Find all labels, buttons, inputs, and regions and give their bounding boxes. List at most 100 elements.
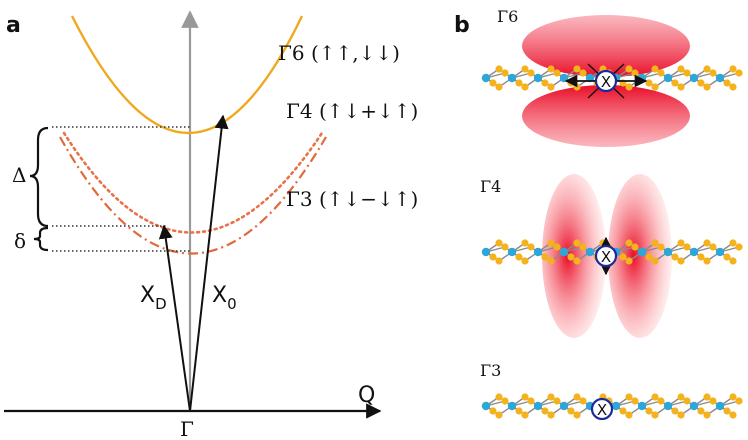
band-gamma3	[59, 136, 327, 255]
chalcogen-atom	[501, 69, 509, 77]
chalcogen-atom	[573, 65, 581, 73]
chalcogen-atom	[735, 397, 743, 405]
chalcogen-atom	[735, 243, 743, 251]
metal-atom	[663, 73, 673, 83]
chalcogen-atom	[489, 79, 497, 87]
chalcogen-atom	[495, 83, 503, 91]
chalcogen-atom	[625, 239, 633, 247]
chalcogen-atom	[579, 243, 587, 251]
emission-lobe-top	[522, 15, 690, 77]
chalcogen-atom	[579, 69, 587, 77]
chalcogen-atom	[631, 243, 639, 251]
exciton-symbol: X	[601, 248, 611, 266]
metal-atom	[481, 73, 491, 83]
gamma4-panel-label: Γ4	[480, 177, 501, 196]
metal-atom	[507, 401, 517, 411]
chalcogen-atom	[657, 397, 665, 405]
metal-atom	[559, 247, 569, 257]
chalcogen-atom	[729, 257, 737, 265]
chalcogen-atom	[495, 411, 503, 419]
chalcogen-atom	[651, 239, 659, 247]
chalcogen-atom	[515, 407, 523, 415]
delta-label: Δ	[12, 163, 26, 187]
emission-lobe-right	[608, 174, 672, 338]
chalcogen-atom	[729, 239, 737, 247]
chalcogen-atom	[703, 83, 711, 91]
gamma3-band-label: Γ3 (↑↓−↓↑)	[286, 187, 418, 211]
chalcogen-atom	[729, 65, 737, 73]
chalcogen-atom	[683, 69, 691, 77]
chalcogen-atom	[567, 253, 575, 261]
chalcogen-atom	[729, 393, 737, 401]
chalcogen-atom	[573, 239, 581, 247]
chalcogen-atom	[573, 257, 581, 265]
chalcogen-atom	[495, 239, 503, 247]
chalcogen-atom	[501, 243, 509, 251]
chalcogen-atom	[697, 407, 705, 415]
panel-a-label: a	[6, 13, 21, 38]
chalcogen-atom	[495, 257, 503, 265]
metal-atom	[663, 247, 673, 257]
chalcogen-atom	[567, 407, 575, 415]
chalcogen-atom	[677, 65, 685, 73]
metal-atom	[663, 401, 673, 411]
chalcogen-atom	[703, 257, 711, 265]
chalcogen-atom	[515, 253, 523, 261]
chalcogen-atom	[697, 253, 705, 261]
chalcogen-atom	[671, 253, 679, 261]
chalcogen-atom	[573, 393, 581, 401]
chalcogen-atom	[553, 69, 561, 77]
metal-atom	[611, 401, 621, 411]
exciton-circle	[594, 244, 618, 268]
metal-atom	[689, 401, 699, 411]
gamma6-panel-label: Γ6	[497, 7, 518, 26]
chalcogen-atom	[547, 411, 555, 419]
chalcogen-atom	[677, 257, 685, 265]
chalcogen-atom	[709, 69, 717, 77]
metal-atom	[585, 247, 595, 257]
chalcogen-atom	[515, 79, 523, 87]
chalcogen-atom	[619, 253, 627, 261]
chalcogen-atom	[625, 411, 633, 419]
metal-atom	[481, 247, 491, 257]
chalcogen-atom	[677, 83, 685, 91]
chalcogen-atom	[703, 65, 711, 73]
band-gamma6	[70, 15, 304, 134]
chalcogen-atom	[631, 69, 639, 77]
chalcogen-atom	[541, 253, 549, 261]
chalcogen-atom	[541, 79, 549, 87]
xd-label: XD	[140, 283, 167, 313]
gamma3-panel-label: Γ3	[480, 361, 501, 380]
chalcogen-atom	[683, 397, 691, 405]
metal-atom	[715, 247, 725, 257]
chalcogen-atom	[729, 411, 737, 419]
chalcogen-atom	[677, 239, 685, 247]
chalcogen-atom	[709, 243, 717, 251]
metal-atom	[637, 401, 647, 411]
chalcogen-atom	[631, 397, 639, 405]
chalcogen-atom	[651, 393, 659, 401]
exciton-circle	[590, 397, 614, 421]
chalcogen-atom	[573, 83, 581, 91]
metal-atom	[689, 247, 699, 257]
chalcogen-atom	[521, 257, 529, 265]
chalcogen-atom	[547, 83, 555, 91]
chalcogen-atom	[651, 65, 659, 73]
metal-atom	[715, 73, 725, 83]
chalcogen-atom	[547, 239, 555, 247]
chalcogen-atom	[625, 393, 633, 401]
chalcogen-atom	[489, 253, 497, 261]
exciton-gamma6: X	[564, 63, 648, 99]
chalcogen-atom	[527, 397, 535, 405]
chalcogen-atom	[645, 407, 653, 415]
metal-atom	[481, 401, 491, 411]
transition-arrow-xd	[158, 224, 191, 412]
chalcogen-atom	[489, 407, 497, 415]
chalcogen-atom	[541, 407, 549, 415]
panel-b-label: b	[454, 13, 470, 38]
chalcogen-atom	[553, 397, 561, 405]
chalcogen-atom	[495, 65, 503, 73]
chalcogen-atom	[527, 69, 535, 77]
chalcogen-atom	[671, 79, 679, 87]
